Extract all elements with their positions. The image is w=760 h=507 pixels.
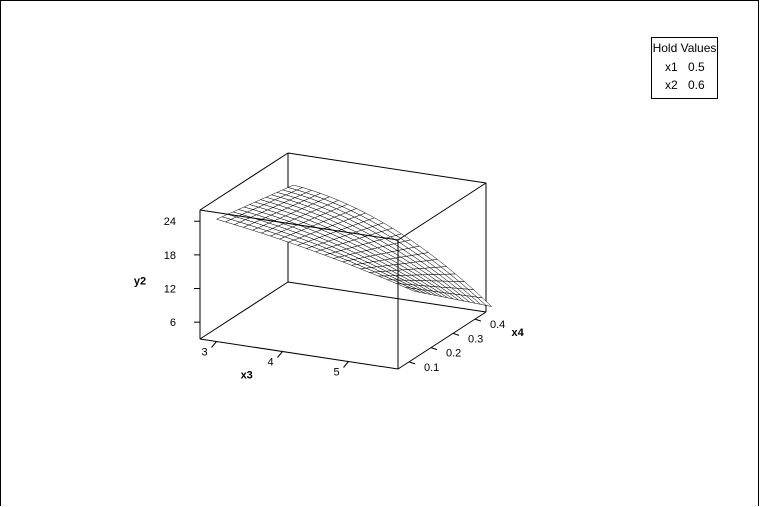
hold-name: x2 (665, 78, 678, 92)
x-tick (343, 361, 349, 368)
surface-facet (405, 287, 421, 293)
x-tick (277, 351, 283, 358)
x-tick-label: 4 (267, 357, 273, 369)
axes: 6 12 18 24 y2 3 4 5 x3 0.1 0.2 0.3 0.4 x4 (134, 216, 525, 381)
response-surface (215, 184, 493, 307)
x-axis-label: x3 (241, 370, 253, 382)
hold-value: 0.5 (688, 60, 705, 74)
x-tick-label: 3 (201, 347, 207, 359)
box-edge (397, 182, 487, 241)
hold-name: x1 (665, 60, 678, 74)
box-front-edges (199, 182, 487, 370)
box-edge (199, 152, 289, 211)
y-tick-label: 0.4 (490, 319, 505, 331)
box-edge (199, 209, 399, 241)
hold-values-title: Hold Values (652, 41, 717, 55)
hold-row-x2: x2 0.6 (652, 78, 717, 94)
hold-values-box: Hold Values x1 0.5 x2 0.6 (651, 37, 718, 99)
box-back-edges (199, 152, 487, 340)
y-tick (452, 332, 460, 336)
hold-value: 0.6 (688, 78, 705, 92)
box-edge (199, 281, 289, 340)
y-axis-label: x4 (511, 327, 524, 339)
x-tick (211, 341, 217, 348)
y-tick-label: 0.2 (446, 348, 461, 360)
z-tick-label: 12 (164, 284, 176, 296)
box-edge (287, 152, 487, 184)
box-edge (199, 338, 399, 370)
box-edge (397, 311, 487, 370)
y-tick-label: 0.1 (424, 362, 439, 374)
box-edge (287, 281, 487, 313)
hold-row-x1: x1 0.5 (652, 60, 717, 76)
y-tick (430, 347, 438, 351)
z-tick-label: 24 (164, 216, 176, 228)
y-tick-label: 0.3 (468, 333, 483, 345)
z-axis-label: y2 (134, 276, 146, 288)
y-tick (408, 361, 416, 365)
z-tick-label: 18 (164, 250, 176, 262)
y-tick (474, 318, 482, 322)
z-tick-label: 6 (170, 317, 176, 329)
x-tick-label: 5 (333, 367, 339, 379)
